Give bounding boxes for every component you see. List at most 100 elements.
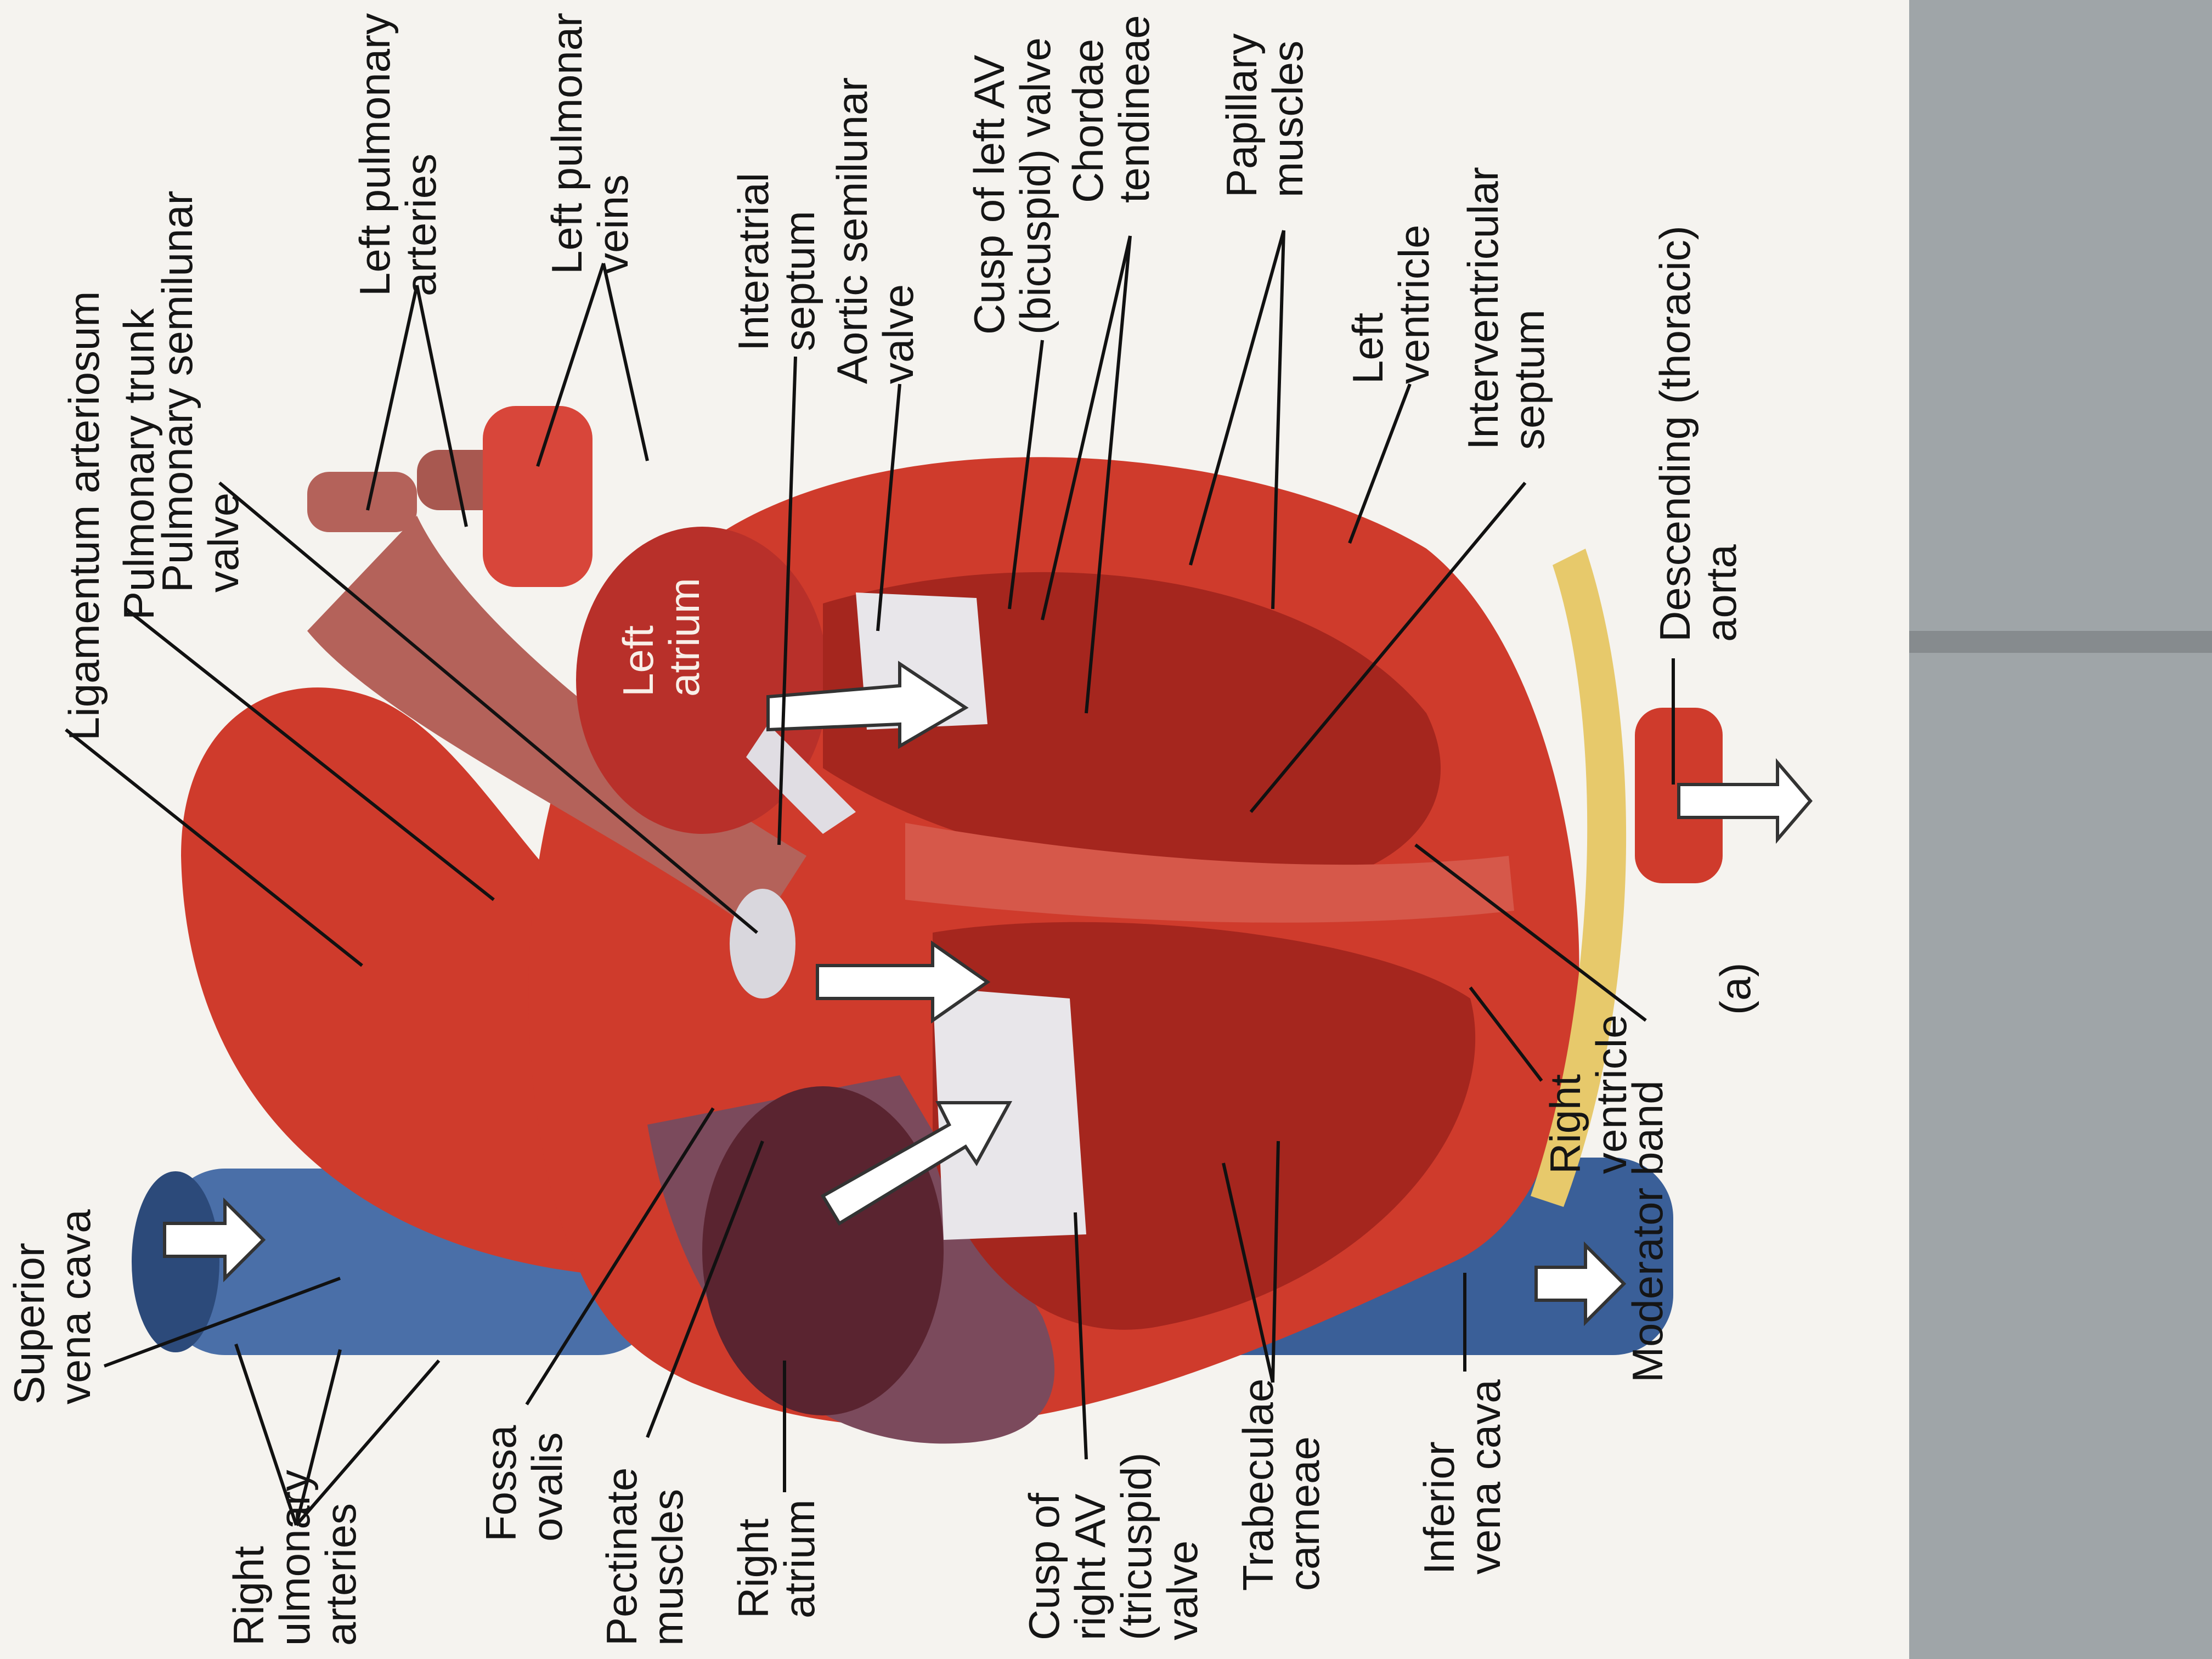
label-line: atrium [660, 578, 708, 697]
label-line: ventricle [1390, 225, 1438, 384]
label-right-pulmonary-arteries: Rightulmonaryarteries [224, 1470, 365, 1646]
label-line: ventricle [1587, 1015, 1635, 1174]
label-line: Pectinate [597, 1468, 646, 1646]
leader-right-pa-3 [295, 1359, 441, 1526]
label-line: Left pulmonar [543, 13, 591, 274]
label-line: muscles [644, 1489, 692, 1646]
label-left-atrium: Leftatrium [614, 578, 708, 697]
label-line: (bicuspid) valve [1011, 37, 1059, 335]
label-line: Left [1344, 313, 1392, 384]
label-line: Aortic semilunar [828, 77, 876, 384]
leader-chordae-1 [1041, 235, 1132, 620]
label-right-ventricle: Rightventricle [1541, 1015, 1635, 1174]
leader-interatrial [777, 356, 797, 845]
label-chordae-tendineae: Chordaetendineae [1064, 15, 1158, 203]
panel-tag: (a) [1711, 963, 1759, 1015]
label-moderator-band: Moderator band [1623, 1080, 1672, 1383]
leader-left-pv-2 [602, 263, 649, 461]
label-cusp-right-av: Cusp ofright AV(tricuspid)valve [1020, 1453, 1206, 1640]
label-line: Right [224, 1546, 273, 1646]
label-line: Right [1541, 1074, 1589, 1174]
label-line: Papillary [1217, 33, 1266, 198]
label-line: atrium [775, 1499, 823, 1618]
label-inferior-vena-cava: Inferiorvena cava [1415, 1379, 1509, 1575]
label-line: valve [199, 493, 247, 592]
label-line: Chordae [1064, 39, 1112, 203]
leader-svc [103, 1277, 341, 1368]
flow-arrow-pulmonary [816, 940, 991, 1024]
leader-ligamentum [65, 728, 363, 967]
epicardial-fat [1531, 549, 1627, 1207]
leader-pulmonary-trunk [125, 607, 495, 901]
label-line: Interatrial [729, 173, 777, 351]
leader-bicuspid [1008, 340, 1044, 610]
leader-pectinate [646, 1140, 764, 1438]
leader-right-ventricle [1469, 986, 1543, 1082]
leader-right-pa-1 [234, 1344, 298, 1526]
label-line: Cusp of [1020, 1493, 1068, 1640]
label-line: valve [1158, 1541, 1206, 1640]
label-right-atrium: Rightatrium [729, 1499, 823, 1618]
label-line: Pulmonary trunk [115, 308, 163, 620]
monitor-bezel [1909, 0, 2212, 1659]
label-line: carneae [1280, 1436, 1328, 1591]
flow-arrow-aorta [1677, 758, 1813, 844]
label-left-ventricle: Leftventricle [1344, 225, 1438, 384]
blood-flow-arrows [163, 661, 1813, 1327]
leader-papillary-1 [1189, 230, 1285, 566]
label-pectinate-muscles: Pectinatemuscles [597, 1468, 692, 1646]
leader-fossa-ovalis [525, 1107, 715, 1406]
label-line: Fossa [477, 1425, 525, 1542]
leader-right-pa-2 [295, 1349, 342, 1526]
left-pulmonary-artery-1 [307, 472, 417, 532]
label-superior-vena-cava: Superiorvena cava [5, 1209, 99, 1404]
flow-arrow-ivc [1534, 1241, 1627, 1327]
leader-aortic-valve [876, 383, 901, 631]
label-line: aorta [1697, 544, 1745, 642]
label-line: ovalis [523, 1432, 571, 1542]
flow-arrow-svc [163, 1197, 266, 1283]
leader-pulmonary-valve [218, 481, 758, 934]
label-line: septum [775, 211, 823, 351]
label-line: Left pulmonary [351, 13, 399, 296]
label-line: (tricuspid) [1112, 1453, 1160, 1640]
label-line: tendineae [1110, 15, 1158, 203]
leader-moderator-band [1414, 843, 1647, 1022]
label-cusp-left-av: Cusp of left AV(bicuspid) valve [965, 37, 1059, 335]
label-fossa-ovalis: Fossaovalis [477, 1425, 571, 1542]
label-line: right AV [1066, 1494, 1114, 1640]
aortic-semilunar-valve [746, 724, 856, 834]
label-line: Moderator band [1623, 1080, 1672, 1383]
label-line: Trabeculae [1234, 1379, 1282, 1591]
label-left-pulmonary-arteries: Left pulmonaryarteries [351, 13, 445, 296]
label-interatrial-septum: Interatrialseptum [729, 173, 823, 351]
label-pulmonary-semilunar-valve: Pulmonary semilunarvalve [153, 190, 247, 592]
right-atrium-chamber [702, 1086, 944, 1415]
tricuspid-valve [933, 988, 1086, 1240]
label-line: Interventricular [1459, 167, 1507, 450]
left-pulmonary-veins [483, 406, 592, 587]
leader-interventricular [1249, 482, 1527, 813]
label-interventricular-septum: Interventricularseptum [1459, 167, 1553, 450]
label-aortic-semilunar-valve: Aortic semilunarvalve [828, 77, 922, 384]
label-left-pulmonary-veins: Left pulmonarveins [543, 13, 637, 274]
leader-left-pv-1 [536, 263, 605, 467]
label-papillary-muscles: Papillarymuscles [1217, 33, 1312, 198]
label-line: Left [614, 625, 662, 697]
superior-vena-cava-opening [132, 1171, 219, 1352]
leader-left-pa-2 [415, 285, 468, 527]
pulmonary-semilunar-valve [730, 889, 795, 998]
label-line: Right [729, 1519, 777, 1618]
label-line: valve [874, 284, 922, 384]
leader-left-ventricle [1348, 383, 1412, 544]
label-line: Superior [5, 1243, 53, 1404]
label-line: Cusp of left AV [965, 55, 1013, 335]
flow-arrow-left-atrium [766, 661, 969, 749]
label-line: ulmonary [270, 1470, 319, 1646]
monitor-bezel-edge [1909, 631, 2212, 653]
label-line: septum [1505, 309, 1553, 450]
flow-arrow-right-av [820, 1101, 1013, 1226]
leader-left-pa-1 [366, 285, 419, 511]
label-line: Ligamentum arteriosum [60, 291, 108, 741]
